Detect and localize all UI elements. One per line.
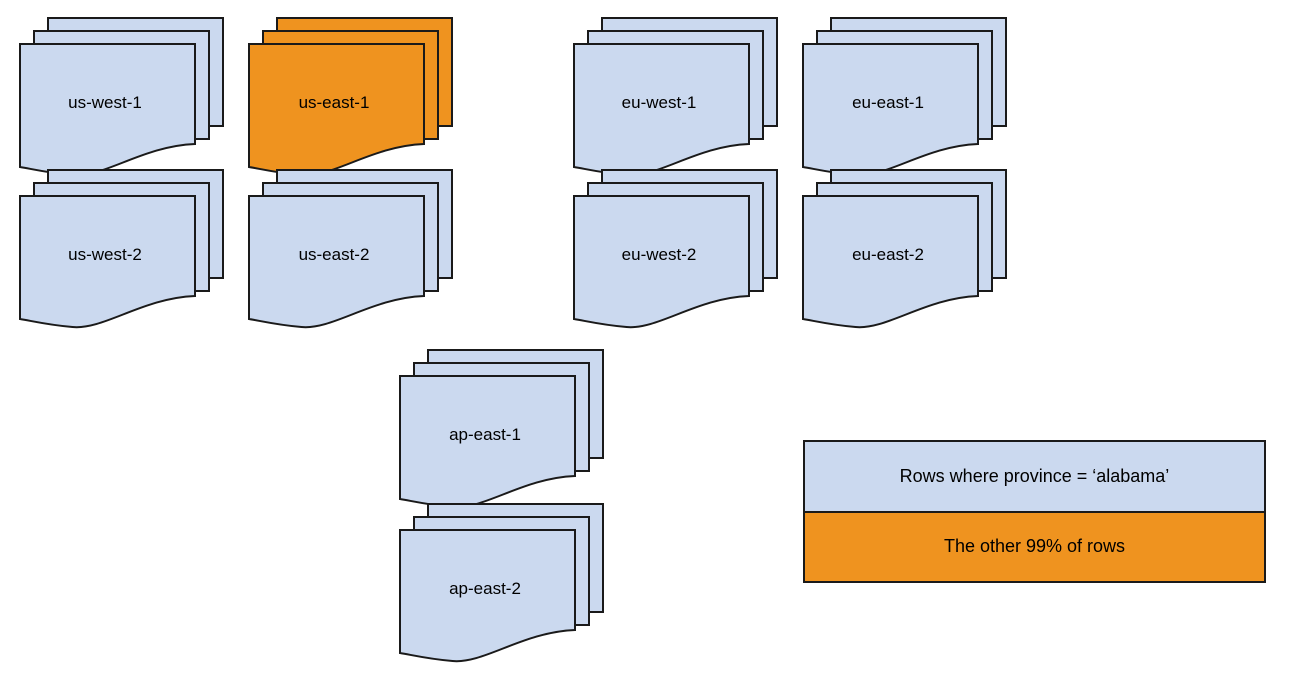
document-stack-ap-east-1[interactable]	[399, 349, 604, 509]
document-stack-ap-east-2[interactable]	[399, 503, 604, 663]
legend-box: Rows where province = ‘alabama’ The othe…	[803, 440, 1266, 583]
stack-sheet-front	[802, 195, 979, 329]
stack-sheet-front	[19, 195, 196, 329]
stack-sheet-front	[573, 195, 750, 329]
legend-row-other-rows: The other 99% of rows	[805, 512, 1264, 581]
document-stack-us-west-2[interactable]	[19, 169, 224, 329]
legend-row-rows-alabama: Rows where province = ‘alabama’	[805, 442, 1264, 513]
stack-sheet-front	[248, 43, 425, 177]
stack-sheet-front	[399, 375, 576, 509]
stack-sheet-front	[802, 43, 979, 177]
document-stack-eu-east-2[interactable]	[802, 169, 1007, 329]
document-stack-eu-west-1[interactable]	[573, 17, 778, 177]
stack-sheet-front	[19, 43, 196, 177]
stack-sheet-front	[248, 195, 425, 329]
stack-sheet-front	[399, 529, 576, 663]
stack-sheet-front	[573, 43, 750, 177]
document-stack-eu-east-1[interactable]	[802, 17, 1007, 177]
document-stack-eu-west-2[interactable]	[573, 169, 778, 329]
document-stack-us-east-2[interactable]	[248, 169, 453, 329]
document-stack-us-west-1[interactable]	[19, 17, 224, 177]
document-stack-us-east-1[interactable]	[248, 17, 453, 177]
